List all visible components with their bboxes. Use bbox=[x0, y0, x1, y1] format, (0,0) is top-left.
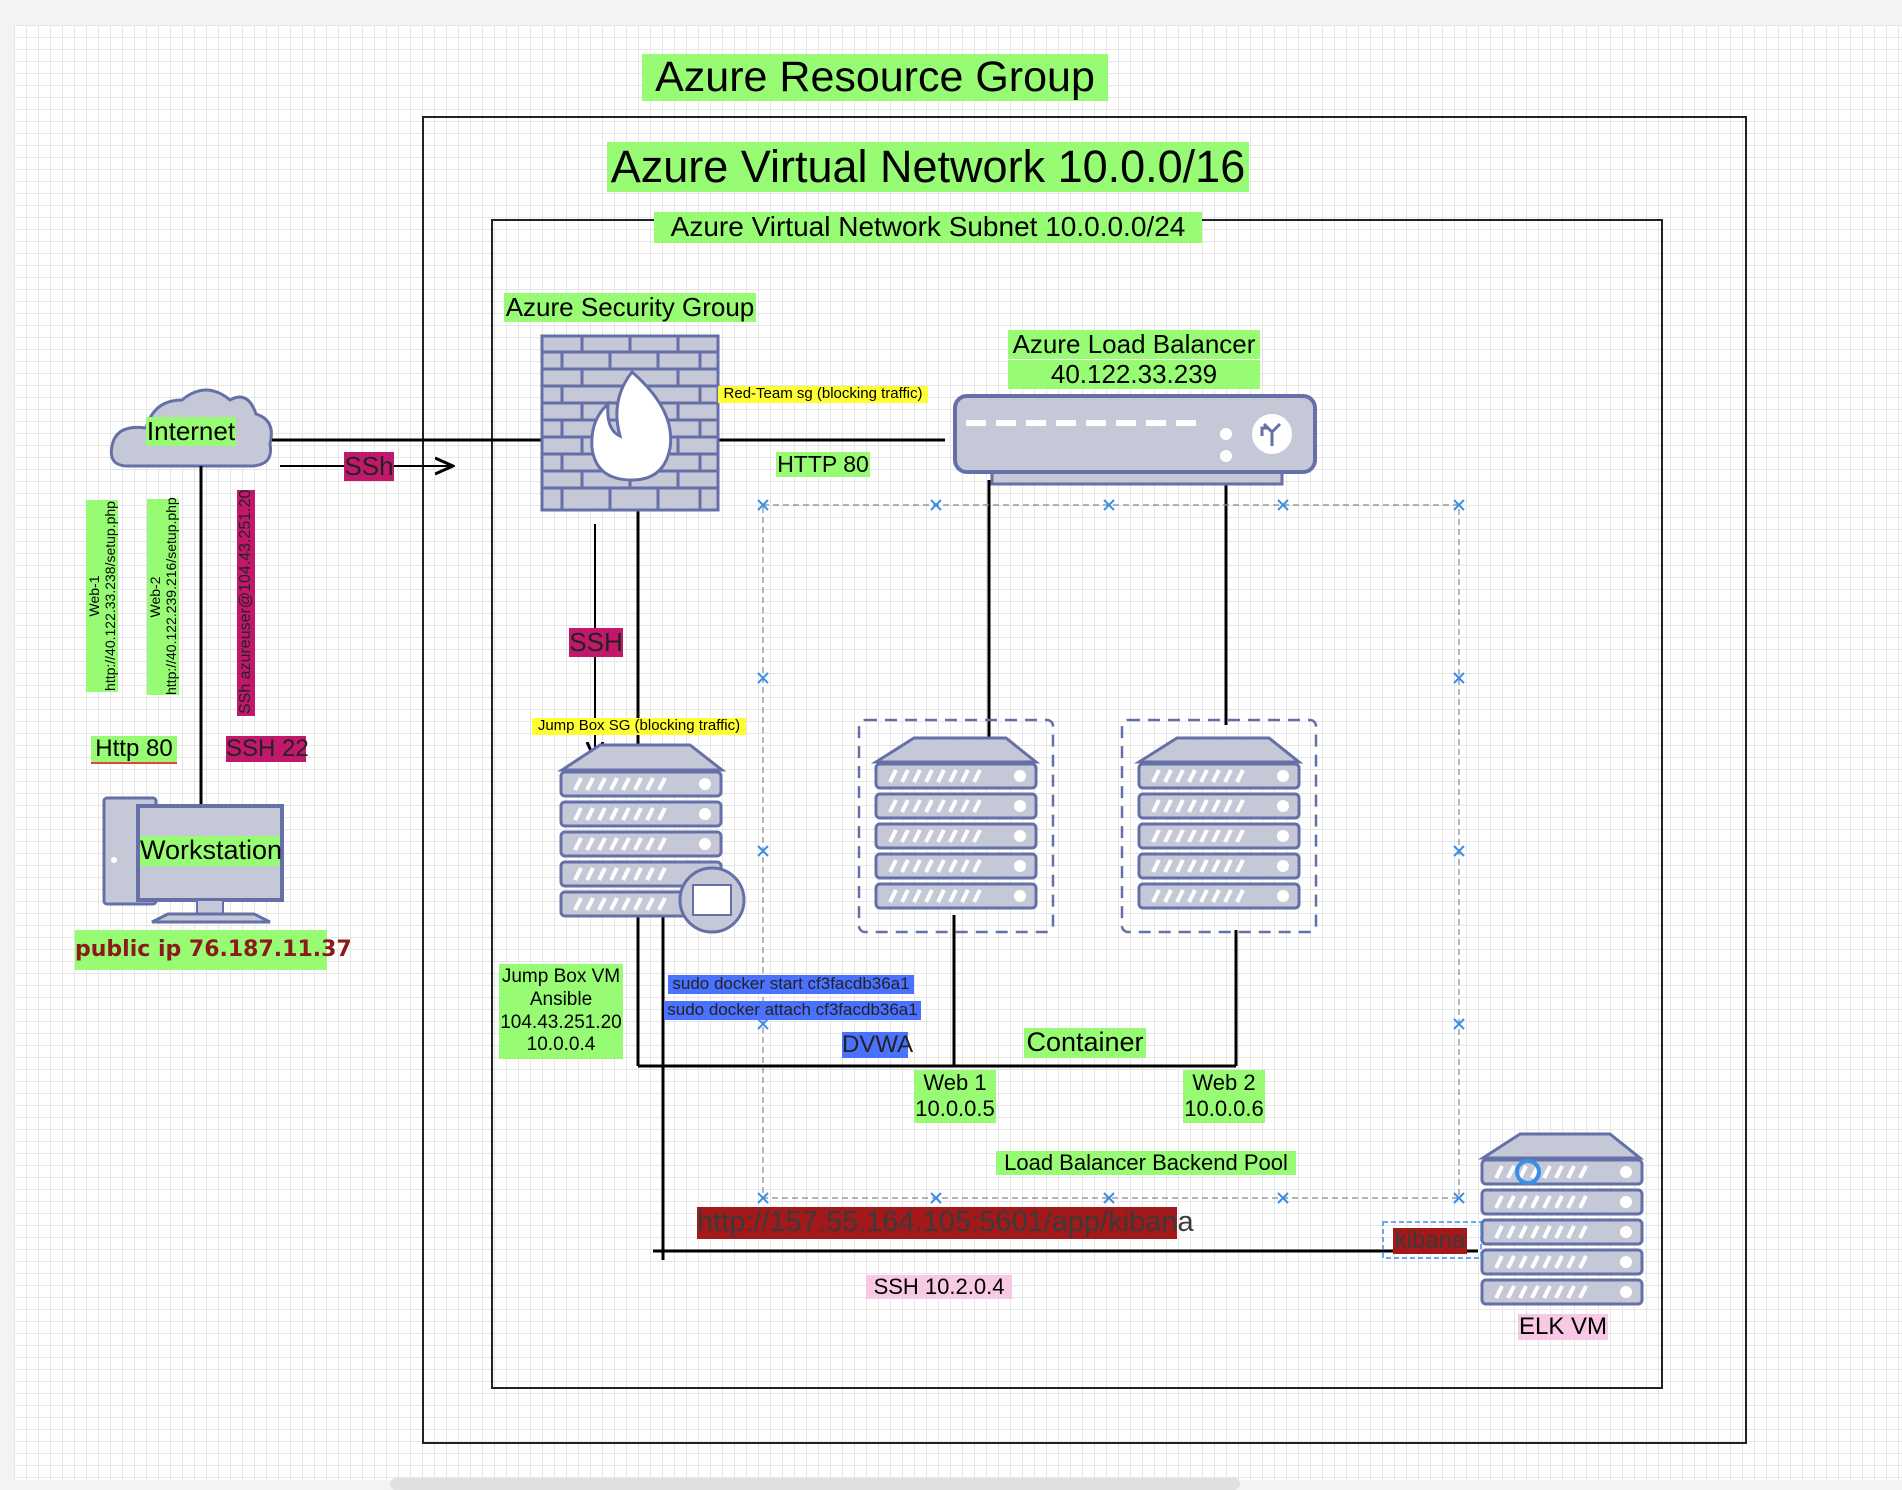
ssh-elk-label: SSH 10.2.0.4 bbox=[866, 1274, 1012, 1300]
ssh-url-label: SSh azureuser@104.43.251.20 bbox=[237, 489, 256, 716]
docker-start-command: sudo docker start cf3facdb36a1 bbox=[668, 974, 914, 994]
firewall-icon bbox=[540, 334, 720, 512]
http80-lb-label: HTTP 80 bbox=[776, 451, 870, 478]
red-team-sg-label: Red-Team sg (blocking traffic) bbox=[718, 385, 928, 403]
server-icon bbox=[870, 736, 1041, 910]
docker-attach-command: sudo docker attach cf3facdb36a1 bbox=[664, 1000, 921, 1020]
vnet-title: Azure Virtual Network 10.0.0/16 bbox=[607, 142, 1249, 192]
jumpbox-sg-label: Jump Box SG (blocking traffic) bbox=[532, 717, 746, 735]
subnet-title: Azure Virtual Network Subnet 10.0.0.0/24 bbox=[654, 211, 1202, 243]
server-icon bbox=[1133, 736, 1304, 910]
elk-server-icon bbox=[1477, 1132, 1645, 1306]
resource-group-frame bbox=[422, 116, 1747, 1444]
load-balancer-icon bbox=[953, 394, 1317, 486]
backend-pool-label: Load Balancer Backend Pool bbox=[996, 1150, 1296, 1176]
http80-label: Http 80 bbox=[91, 735, 177, 765]
load-balancer-name: Azure Load Balancer bbox=[1008, 330, 1260, 359]
kibana-url-label: http://157.55.164.105:5601/app/kibana bbox=[697, 1206, 1194, 1239]
dvwa-label: DVWA bbox=[842, 1031, 914, 1059]
server-icon bbox=[556, 743, 746, 934]
load-balancer-ip: 40.122.33.239 bbox=[1008, 360, 1260, 389]
container-label: Container bbox=[1024, 1027, 1146, 1058]
ssh-arrow-label: SSh bbox=[344, 451, 394, 481]
workstation-label: Workstation bbox=[140, 835, 283, 866]
ssh-mid-label: SSH bbox=[569, 627, 623, 657]
backend-pool-frame bbox=[762, 504, 1460, 1199]
kibana-label: kibana bbox=[1393, 1227, 1467, 1255]
security-group-label: Azure Security Group bbox=[504, 292, 756, 322]
resource-group-title: Azure Resource Group bbox=[642, 53, 1108, 102]
ssh22-label: SSH 22 bbox=[226, 735, 309, 763]
elk-vm-label: ELK VM bbox=[1518, 1313, 1608, 1341]
horizontal-scrollbar[interactable] bbox=[390, 1478, 1240, 1490]
internet-label: Internet bbox=[146, 416, 236, 446]
public-ip-label: public ip 76.187.11.37 bbox=[75, 930, 352, 970]
